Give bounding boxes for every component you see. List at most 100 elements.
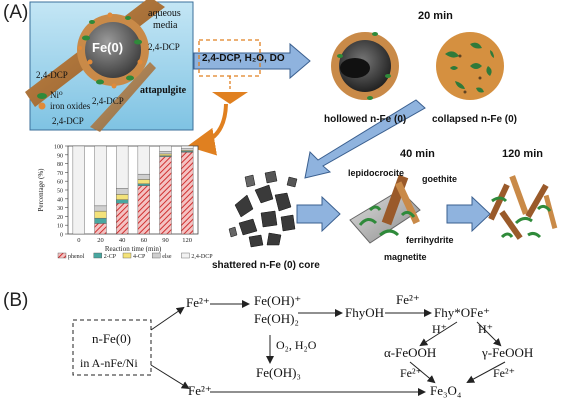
y-tick-label: 40 [57,197,63,203]
panel-a-label: (A) [3,2,29,23]
dcp-label-mid: 2,4-DCP [92,96,124,106]
dcp-label-bottom: 2,4-DCP [52,116,84,126]
bar-segment-2-4-dcp [116,145,129,189]
bar-segment-4-cp [116,194,129,200]
alpha-feooh: α-FeOOH [384,345,437,360]
bar-segment-2-cp [94,217,107,224]
fe2-on-arrow: Fe²⁺ [396,292,420,307]
y-tick-label: 80 [57,162,63,168]
legend-swatch [181,252,190,259]
ni-legend-marker [37,93,47,99]
bar-segment-2-cp [116,199,129,204]
y-tick-label: 0 [60,233,63,239]
oxide-legend-marker [38,102,46,110]
panel-a-arrows [187,39,491,233]
h-plus-left: H⁺ [432,322,447,336]
time-20-label: 20 min [418,10,453,22]
bar-segment-2-4-dcp [72,145,85,235]
y-axis-label: Percentage (%) [37,168,45,212]
aqueous-label: aqueous [148,8,181,19]
legend-swatch [122,252,132,259]
y-tick-label: 50 [57,189,63,195]
legend-label: phenol [68,254,85,260]
time-40-label: 40 min [400,148,435,160]
curved-arrow-to-chart [187,103,228,156]
orange-triangle [212,92,248,104]
attapulgite-label: attapulgite [140,85,187,96]
bar-segment-phenol [137,185,150,235]
bar-segment-else [159,151,172,155]
goethite-label: goethite [422,174,457,184]
y-tick-label: 10 [57,224,63,230]
collapsed-label: collapsed n-Fe (0) [432,114,518,125]
bar-segment-else [181,148,194,151]
legend-swatch [151,252,161,259]
y-tick-label: 70 [57,171,63,177]
fe0-label: Fe(0) [92,40,124,55]
ni-legend-label: Ni⁰ [50,90,63,100]
inset-svg [25,0,194,132]
legend-label: 4-CP [133,254,146,260]
bar-segment-phenol [159,156,172,235]
main-arrow [193,42,311,80]
attapulgite-rod-2 [90,62,156,132]
y-tick-label: 60 [57,180,63,186]
feoh-plus: Fe(OH)⁺ [254,293,302,308]
diagonal-arrow [304,99,426,179]
legend-swatch [57,252,67,259]
minerals-40min [349,174,421,244]
x-tick-label: 60 [141,237,148,244]
feoh3: Fe(OH)₃ [256,365,301,380]
bar-segment-4-cp [159,153,172,156]
legend-label: 2,4-DCP [191,254,213,260]
shattered-core [228,170,298,248]
source-anfeni: in A-nFe/Ni [80,356,138,370]
arrow-to-120min [446,195,491,233]
inset-schematic [25,0,194,132]
h-plus-right: H⁺ [478,322,493,336]
gamma-feooh: γ-FeOOH [482,345,534,360]
fe2-right-small: Fe²⁺ [493,366,515,380]
minerals-120min [488,175,558,240]
bar-segment-4-cp [137,179,150,185]
panel-b-label: (B) [3,290,29,311]
legend-swatch [93,252,102,259]
oxide-legend-label: iron oxides [50,101,91,111]
fhy-ofe: Fhy*OFe⁺ [434,305,490,320]
source-box [72,319,152,376]
legend-label: 2-CP [104,254,117,260]
bar-segment-2-4-dcp [159,145,172,152]
goethite-rod [394,181,420,225]
bar-segment-2-cp [137,183,150,186]
bar-segment-else [94,205,107,212]
y-tick-label: 100 [54,145,63,151]
feoh2: Fe(OH)₂ [254,311,299,326]
x-tick-label: 90 [162,237,169,244]
plot-area [67,145,199,235]
bar-segment-phenol [116,203,129,235]
dcp-label-right: 2,4-DCP [148,42,180,52]
dcp-label-left: 2,4-DCP [36,70,68,80]
fe0-core [85,22,141,78]
bar-segment-phenol [181,151,194,235]
bar-segment-phenol [94,223,107,235]
magnetite-label: magnetite [384,252,427,262]
x-axis-label: Reaction time (min) [105,245,162,253]
media-label: media [153,20,178,31]
bar-segment-2-4-dcp [94,145,107,207]
x-tick-label: 20 [97,237,104,244]
reactants-text: 2,4-DCP, H₂O, DO [202,53,285,64]
bar-segment-else [137,173,150,180]
y-tick-label: 20 [57,215,63,221]
bar-segment-else [116,188,129,195]
fe2-top: Fe²⁺ [186,295,210,310]
shattered-label: shattered n-Fe (0) core [212,260,320,271]
panel-b-arrows [72,300,506,396]
ferrihydrite-label: ferrihydrite [406,235,454,245]
x-tick-label: 0 [77,237,80,244]
y-tick-label: 90 [57,153,63,159]
bar-segment-2-4-dcp [137,145,150,175]
particles-20min [331,32,504,100]
